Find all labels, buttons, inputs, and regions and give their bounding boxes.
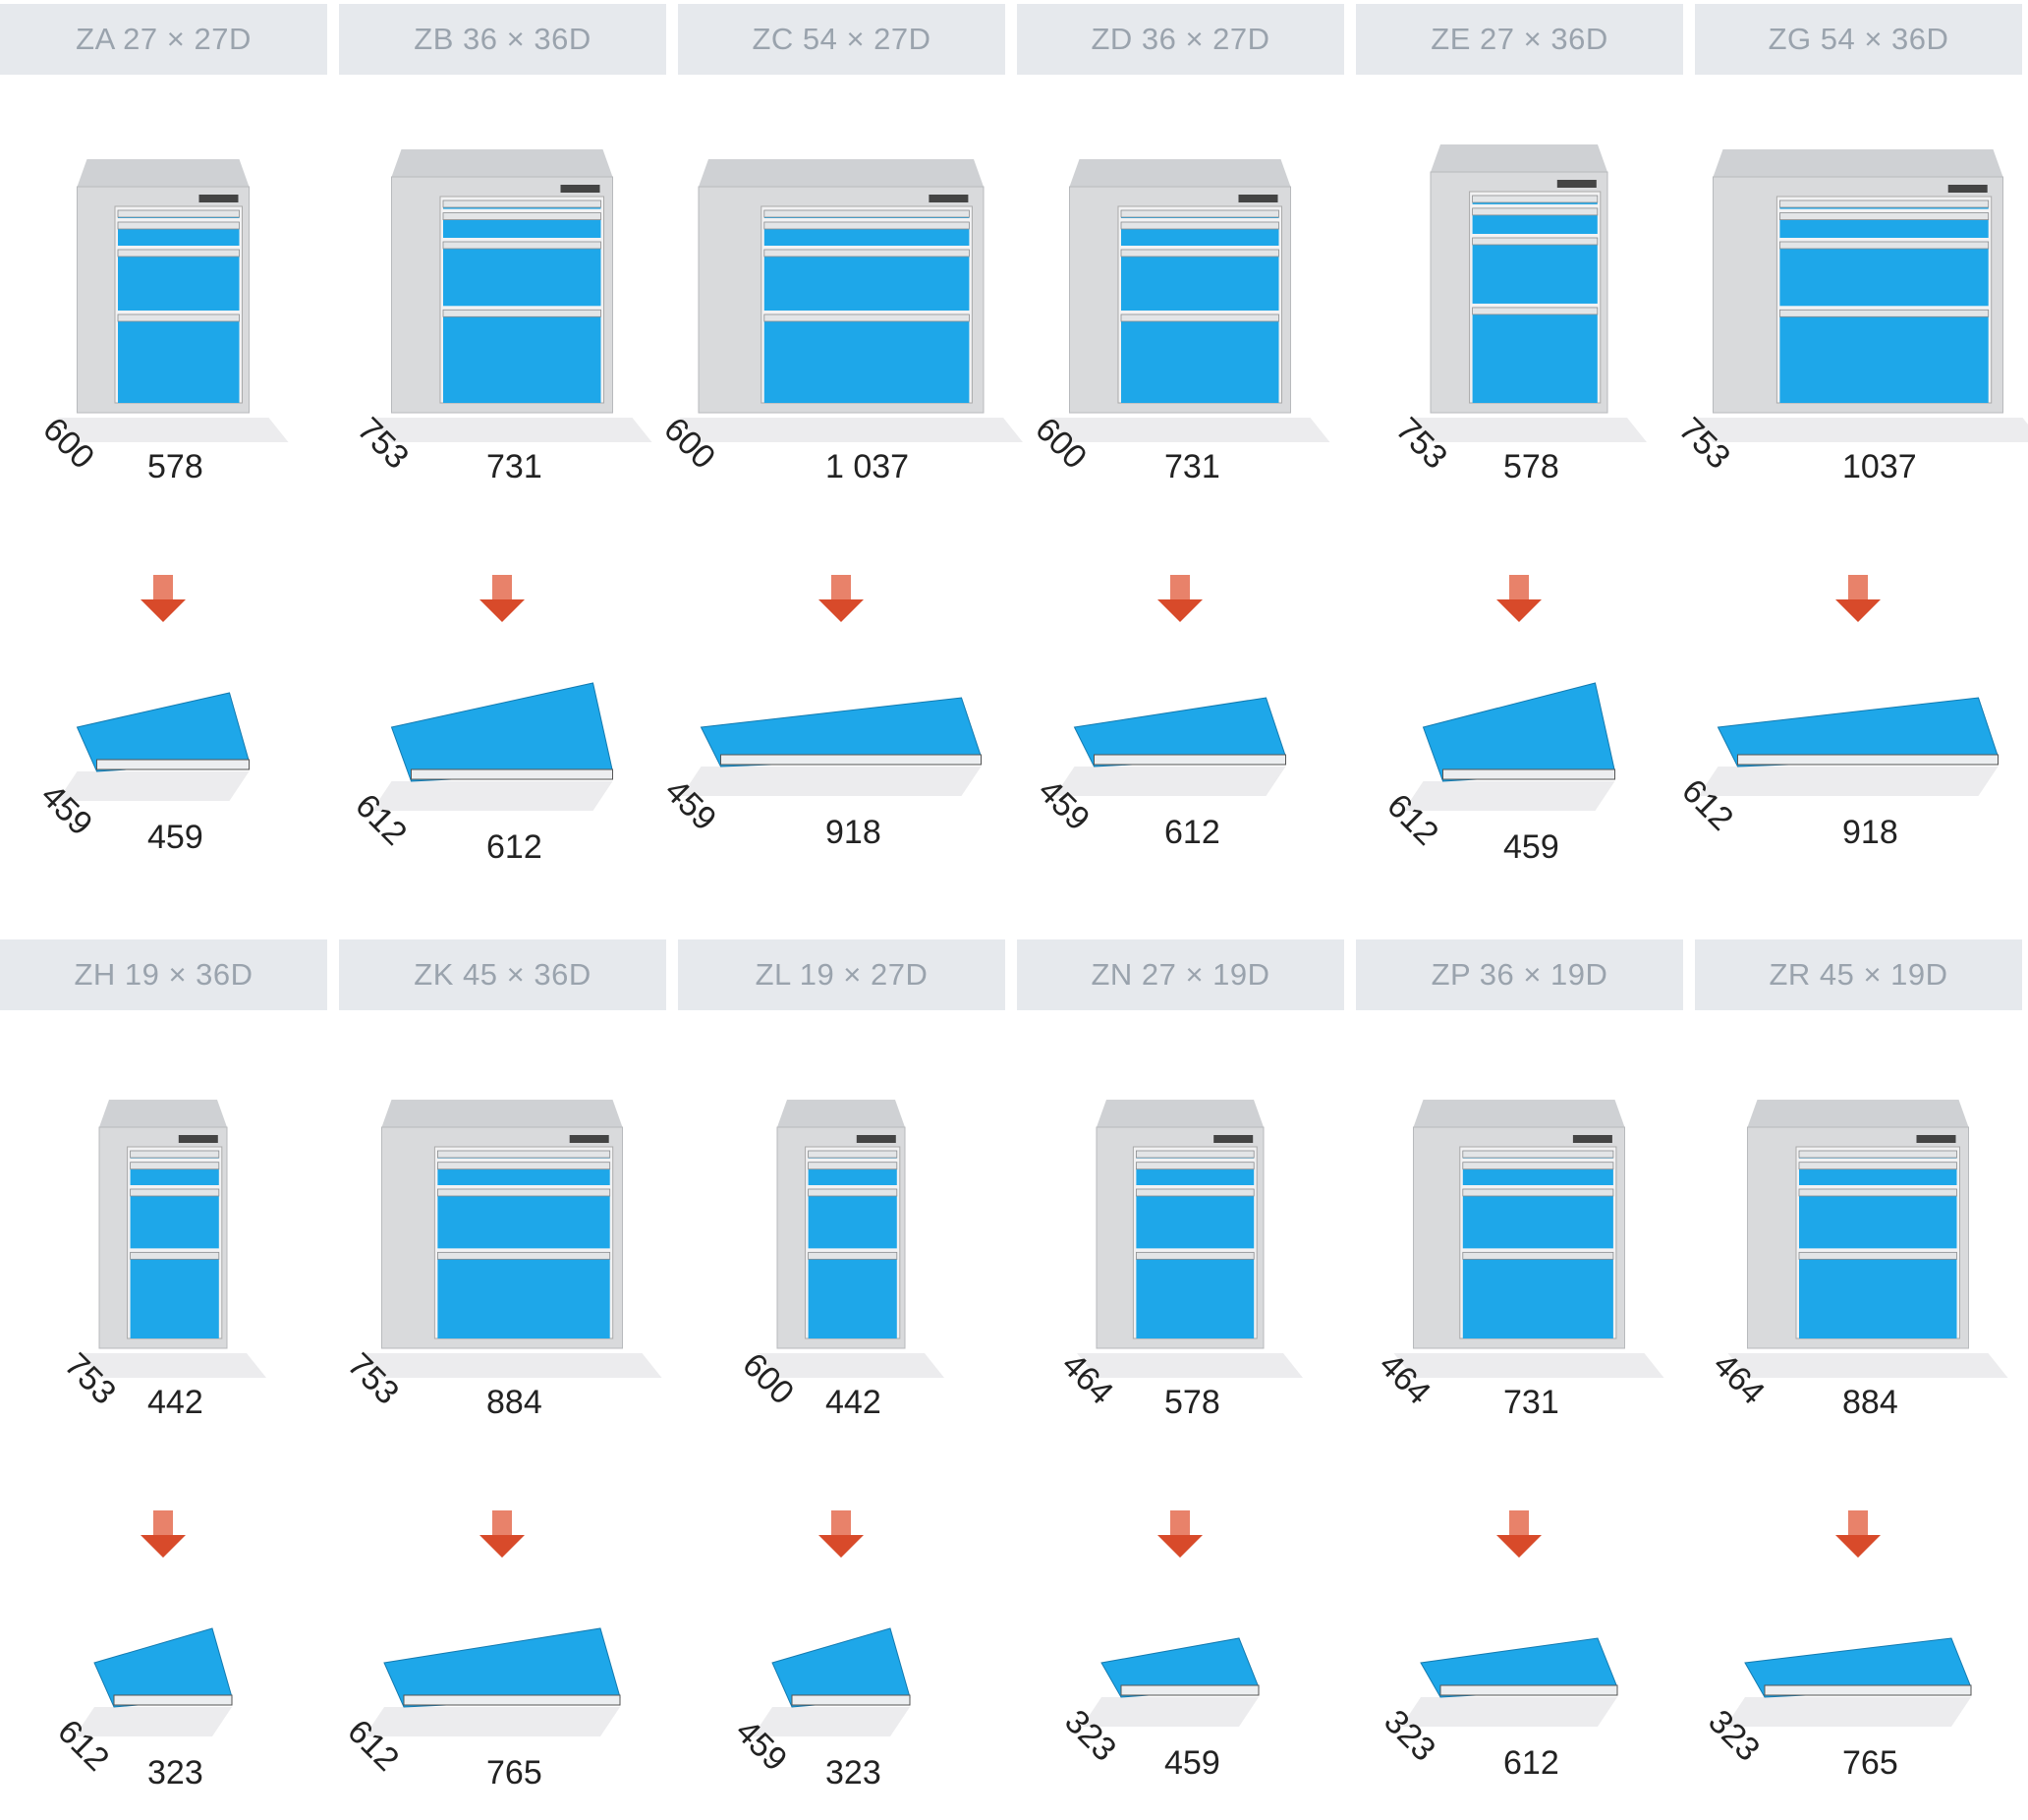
- drawer-width-label: 612: [486, 828, 542, 867]
- drawer-illustration: [75, 1628, 232, 1736]
- drawer-width-label: 918: [1842, 814, 1898, 852]
- drawer-illustration: [1055, 698, 1286, 796]
- drawer-illustration: [1725, 1638, 1971, 1727]
- down-arrow-icon: [818, 575, 864, 622]
- drawer-width-label: 765: [486, 1754, 542, 1792]
- cabinet-illustration: [678, 936, 1005, 1820]
- drawer-width-label: 323: [825, 1754, 881, 1792]
- down-arrow-icon: [141, 1510, 186, 1558]
- drawer-width-label: 765: [1842, 1744, 1898, 1783]
- drawer-illustration: [1401, 1638, 1617, 1727]
- cabinet-width-label: 884: [1842, 1384, 1898, 1422]
- drawer-illustration: [682, 698, 982, 796]
- down-arrow-icon: [1835, 1510, 1881, 1558]
- cabinet-width-label: 578: [147, 448, 203, 486]
- drawer-illustration: [753, 1628, 910, 1736]
- drawer-illustration: [1699, 698, 1999, 796]
- cabinet-width-label: 442: [825, 1384, 881, 1422]
- drawer-illustration: [1404, 683, 1615, 811]
- drawer-illustration: [1082, 1638, 1259, 1727]
- down-arrow-icon: [1496, 575, 1542, 622]
- drawer-illustration: [58, 693, 250, 801]
- cabinet-width-label: 442: [147, 1384, 203, 1422]
- cabinet-width-label: 1 037: [825, 448, 909, 486]
- drawer-width-label: 459: [147, 819, 203, 857]
- cabinet-illustration: [1695, 0, 2022, 884]
- drawer-width-label: 918: [825, 814, 881, 852]
- cabinet-illustration: [0, 936, 327, 1820]
- down-arrow-icon: [1835, 575, 1881, 622]
- drawer-width-label: 612: [1164, 814, 1220, 852]
- drawer-illustration: [372, 683, 613, 811]
- cabinet-width-label: 731: [1164, 448, 1220, 486]
- drawer-width-label: 612: [1503, 1744, 1559, 1783]
- cabinet-width-label: 884: [486, 1384, 542, 1422]
- down-arrow-icon: [479, 1510, 525, 1558]
- cabinet-width-label: 578: [1164, 1384, 1220, 1422]
- down-arrow-icon: [1496, 1510, 1542, 1558]
- down-arrow-icon: [1157, 1510, 1203, 1558]
- cabinet-width-label: 731: [1503, 1384, 1559, 1422]
- drawer-illustration: [365, 1628, 620, 1736]
- down-arrow-icon: [818, 1510, 864, 1558]
- cabinet-width-label: 578: [1503, 448, 1559, 486]
- down-arrow-icon: [479, 575, 525, 622]
- down-arrow-icon: [141, 575, 186, 622]
- drawer-width-label: 459: [1164, 1744, 1220, 1783]
- cabinet-width-label: 731: [486, 448, 542, 486]
- drawer-width-label: 323: [147, 1754, 203, 1792]
- down-arrow-icon: [1157, 575, 1203, 622]
- drawer-width-label: 459: [1503, 828, 1559, 867]
- cabinet-illustration: [678, 0, 1005, 884]
- cabinet-width-label: 1037: [1842, 448, 1917, 486]
